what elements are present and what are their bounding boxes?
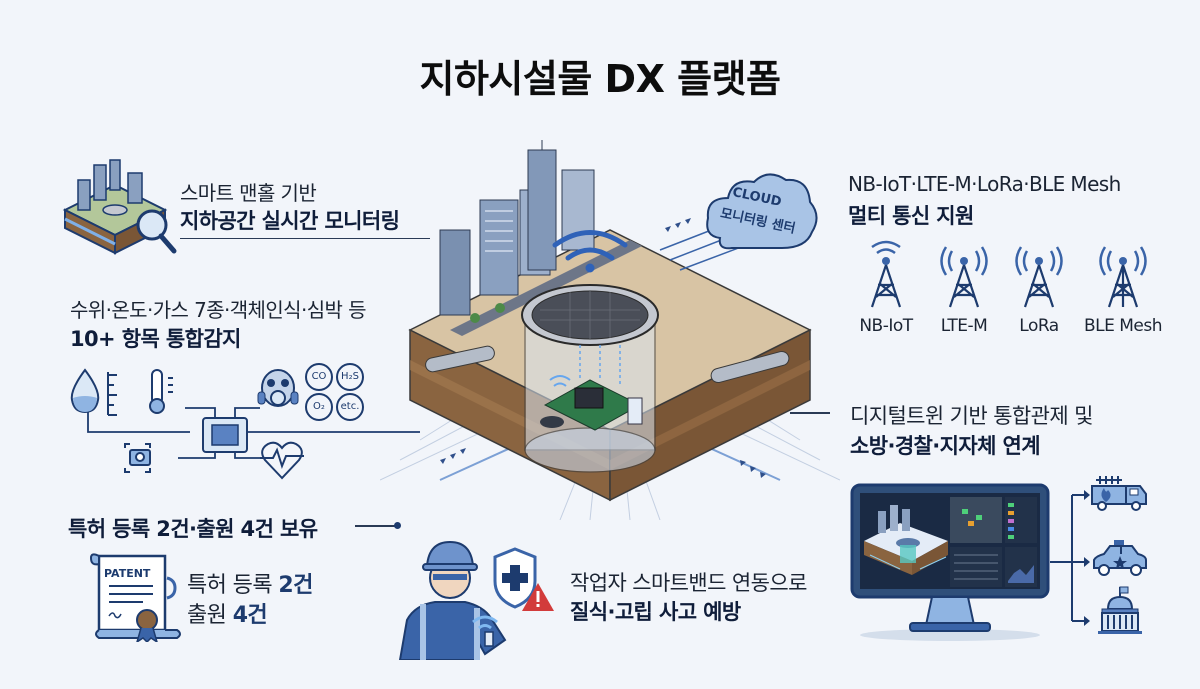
digital-twin-subtitle: 디지털트윈 기반 통합관제 및 <box>850 404 1093 428</box>
agency-connector <box>1050 480 1090 630</box>
cloud-monitoring-center: CLOUD 모니터링 센터 <box>702 168 822 260</box>
page-title: 지하시설물 DX 플랫폼 <box>419 57 781 101</box>
tower-ble-mesh: BLE Mesh <box>1078 235 1168 336</box>
patent-filed: 출원 4건 <box>187 597 268 629</box>
patent-filed-count: 4건 <box>232 603 268 628</box>
gas-badge-etc: etc. <box>336 393 364 421</box>
worker-with-smartband-icon <box>395 530 515 660</box>
patent-registered-count: 2건 <box>278 573 313 598</box>
cell-tower-icon <box>940 246 988 308</box>
patent-headline: 특허 등록 2건·출원 4건 보유 <box>68 517 318 541</box>
sensor-diagram <box>60 360 420 480</box>
isometric-city-magnifier-icon <box>60 155 180 255</box>
government-building-icon <box>1092 585 1148 635</box>
central-smart-manhole-illustration <box>380 140 840 520</box>
fire-truck-icon <box>1090 472 1150 512</box>
patent-doc-label: PATENT <box>104 567 151 580</box>
cell-tower-icon <box>1099 246 1147 308</box>
police-car-icon <box>1090 538 1150 578</box>
patent-connector-line <box>355 525 395 527</box>
gas-badge-h2s: H₂S <box>336 363 364 391</box>
communication-subtitle: NB-IoT·LTE-M·LoRa·BLE Mesh <box>848 172 1121 196</box>
communication-title: 멀티 통신 지원 <box>848 204 974 228</box>
chip-icon <box>202 417 248 453</box>
camera-icon <box>124 443 151 473</box>
sensing-subtitle: 수위·온도·가스 7종·객체인식·심박 등 <box>70 298 366 322</box>
patent-filed-label: 출원 <box>187 603 233 628</box>
gas-badge-co: CO <box>305 363 333 391</box>
gas-badge-o2: O₂ <box>305 393 333 421</box>
cell-tower-icon <box>870 240 902 308</box>
tower-lte-m: LTE-M <box>928 235 1000 336</box>
thermometer-icon <box>149 369 173 414</box>
safety-shield-icon <box>490 545 555 615</box>
tower-lora: LoRa <box>1003 235 1075 336</box>
tower-label: NB-IoT <box>859 316 913 336</box>
sensing-title: 10+ 항목 통합감지 <box>70 327 241 351</box>
worker-safety-title: 질식·고립 사고 예방 <box>570 600 741 624</box>
heartbeat-icon <box>260 441 304 480</box>
tower-label: LTE-M <box>940 316 988 336</box>
tower-label: BLE Mesh <box>1083 316 1163 336</box>
monitoring-connector-line <box>180 238 430 239</box>
patent-registered: 특허 등록 2건 <box>187 567 313 599</box>
gas-mask-icon <box>257 369 299 407</box>
digital-twin-title: 소방·경찰·지자체 연계 <box>850 434 1041 458</box>
tower-nb-iot: NB-IoT <box>850 235 922 336</box>
tower-label: LoRa <box>1019 316 1059 336</box>
control-center-monitor <box>850 483 1050 643</box>
digital-twin-connector-line <box>790 412 830 414</box>
patent-document-icon <box>85 552 190 642</box>
monitoring-subtitle: 스마트 맨홀 기반 <box>180 181 317 205</box>
monitoring-title: 지하공간 실시간 모니터링 <box>180 209 400 233</box>
tower-list: NB-IoT LTE-M LoRa BLE Mesh <box>850 235 1170 345</box>
water-level-icon <box>70 368 117 416</box>
connector-dot <box>394 522 401 529</box>
worker-safety-subtitle: 작업자 스마트밴드 연동으로 <box>570 571 807 595</box>
cell-tower-icon <box>1015 246 1063 308</box>
patent-registered-label: 특허 등록 <box>187 573 279 598</box>
